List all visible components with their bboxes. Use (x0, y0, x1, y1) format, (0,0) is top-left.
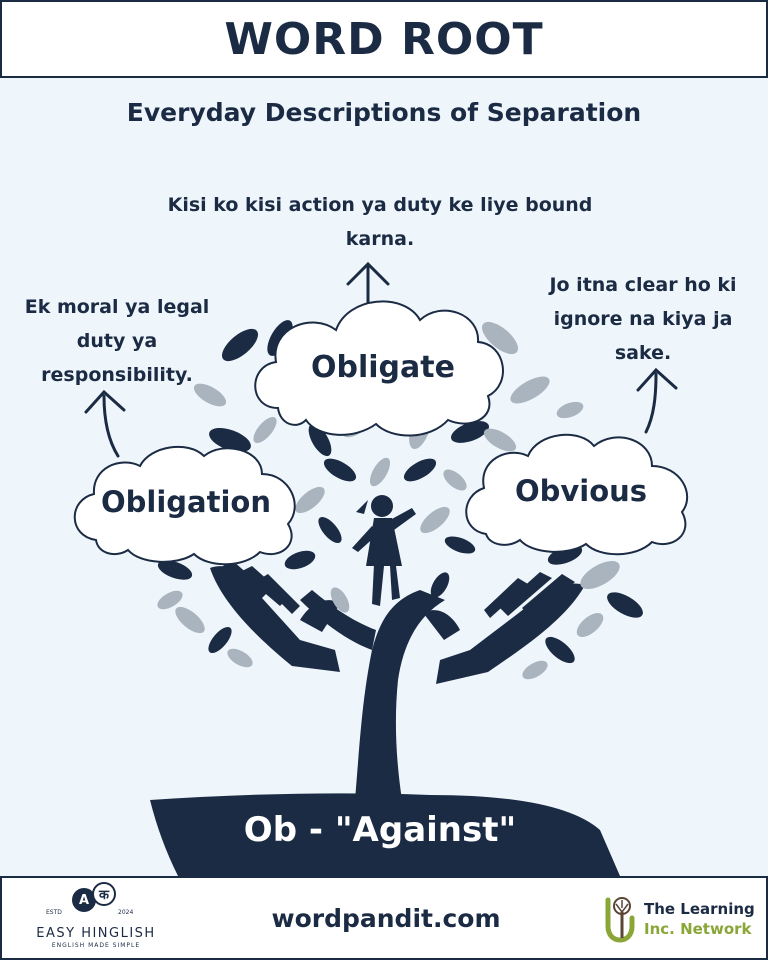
root-mound (150, 793, 620, 876)
page-title: WORD ROOT (224, 13, 544, 65)
arrow-left-icon (84, 389, 126, 458)
logo-tagline: ENGLISH MADE SIMPLE (51, 942, 141, 949)
subtitle: Everyday Descriptions of Separation (126, 98, 642, 127)
root-label: Ob - "Against" (243, 810, 517, 850)
word-obvious: Obvious (514, 474, 648, 508)
easy-hinglish-logo: A क ESTD 2024 EASY HINGLISH ENGLISH MADE… (26, 882, 166, 956)
meaning-obligate: Kisi ko kisi action ya duty ke liye boun… (167, 194, 593, 250)
arrow-right-icon (636, 367, 678, 434)
footer-bar: A क ESTD 2024 EASY HINGLISH ENGLISH MADE… (0, 876, 768, 960)
cloud-obligation (73, 445, 296, 566)
tree-trunk (355, 590, 445, 800)
meaning-obvious: Jo itna clear ho ki ignore na kiya ja sa… (549, 274, 737, 364)
tree-u-icon (605, 897, 635, 943)
learning-network-logo: The Learning Inc. Network (600, 892, 765, 948)
meaning-obligation: Ek moral ya legal duty ya responsibility… (24, 296, 210, 386)
right-hand (424, 572, 585, 684)
cloud-obligate (254, 300, 504, 437)
tree-leaves (157, 320, 643, 680)
header-bar: WORD ROOT (0, 0, 768, 78)
child-silhouette (352, 495, 416, 606)
logo-year: 2024 (118, 909, 134, 916)
site-link[interactable]: wordpandit.com (271, 904, 501, 933)
word-obligation: Obligation (101, 485, 271, 519)
learning-line1: The Learning (644, 900, 755, 918)
cloud-obvious (465, 433, 688, 556)
badge-ka-icon: क (92, 882, 116, 906)
left-hand (210, 560, 340, 672)
logo-estd: ESTD (46, 909, 62, 916)
logo-name: EASY HINGLISH (36, 926, 156, 941)
learning-line2: Inc. Network (644, 920, 752, 938)
word-obligate: Obligate (311, 350, 455, 385)
